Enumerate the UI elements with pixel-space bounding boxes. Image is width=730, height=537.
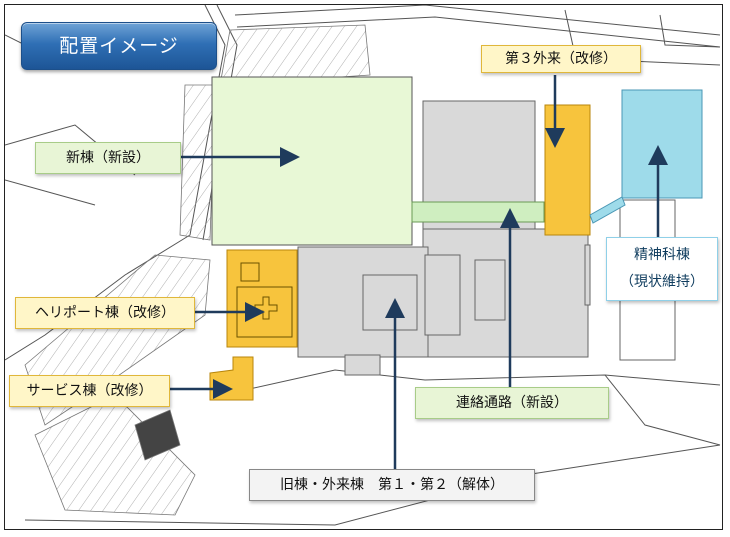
psychiatric-link <box>589 196 626 224</box>
label-heliport: ヘリポート棟（改修） <box>15 297 195 329</box>
outpatient3-area <box>544 104 591 236</box>
label-old-building: 旧棟・外来棟 第１・第２（解体） <box>249 469 535 501</box>
page-title: 配置イメージ <box>21 22 217 70</box>
label-psychiatric-line2: （現状維持） <box>620 274 704 290</box>
service-area <box>209 356 254 401</box>
connecting-corridor-area <box>411 201 545 223</box>
label-new-building: 新棟（新設） <box>35 142 181 174</box>
label-psychiatric: 精神科棟 （現状維持） <box>606 237 718 301</box>
pointer-arrows <box>170 75 668 469</box>
new-building-area <box>211 76 413 246</box>
psychiatric-area <box>621 89 703 199</box>
label-connecting: 連絡通路（新設） <box>415 387 609 419</box>
map-frame: 配置イメージ 第３外来（改修） 新棟（新設） 精神科棟 （現状維持） ヘリポート… <box>4 4 723 530</box>
label-psychiatric-line1: 精神科棟 <box>634 247 690 264</box>
label-service: サービス棟（改修） <box>9 375 170 407</box>
label-outpatient3: 第３外来（改修） <box>481 45 641 73</box>
heliport-annex <box>240 262 260 282</box>
old-buildings <box>297 100 591 376</box>
heliport-area <box>226 249 298 348</box>
